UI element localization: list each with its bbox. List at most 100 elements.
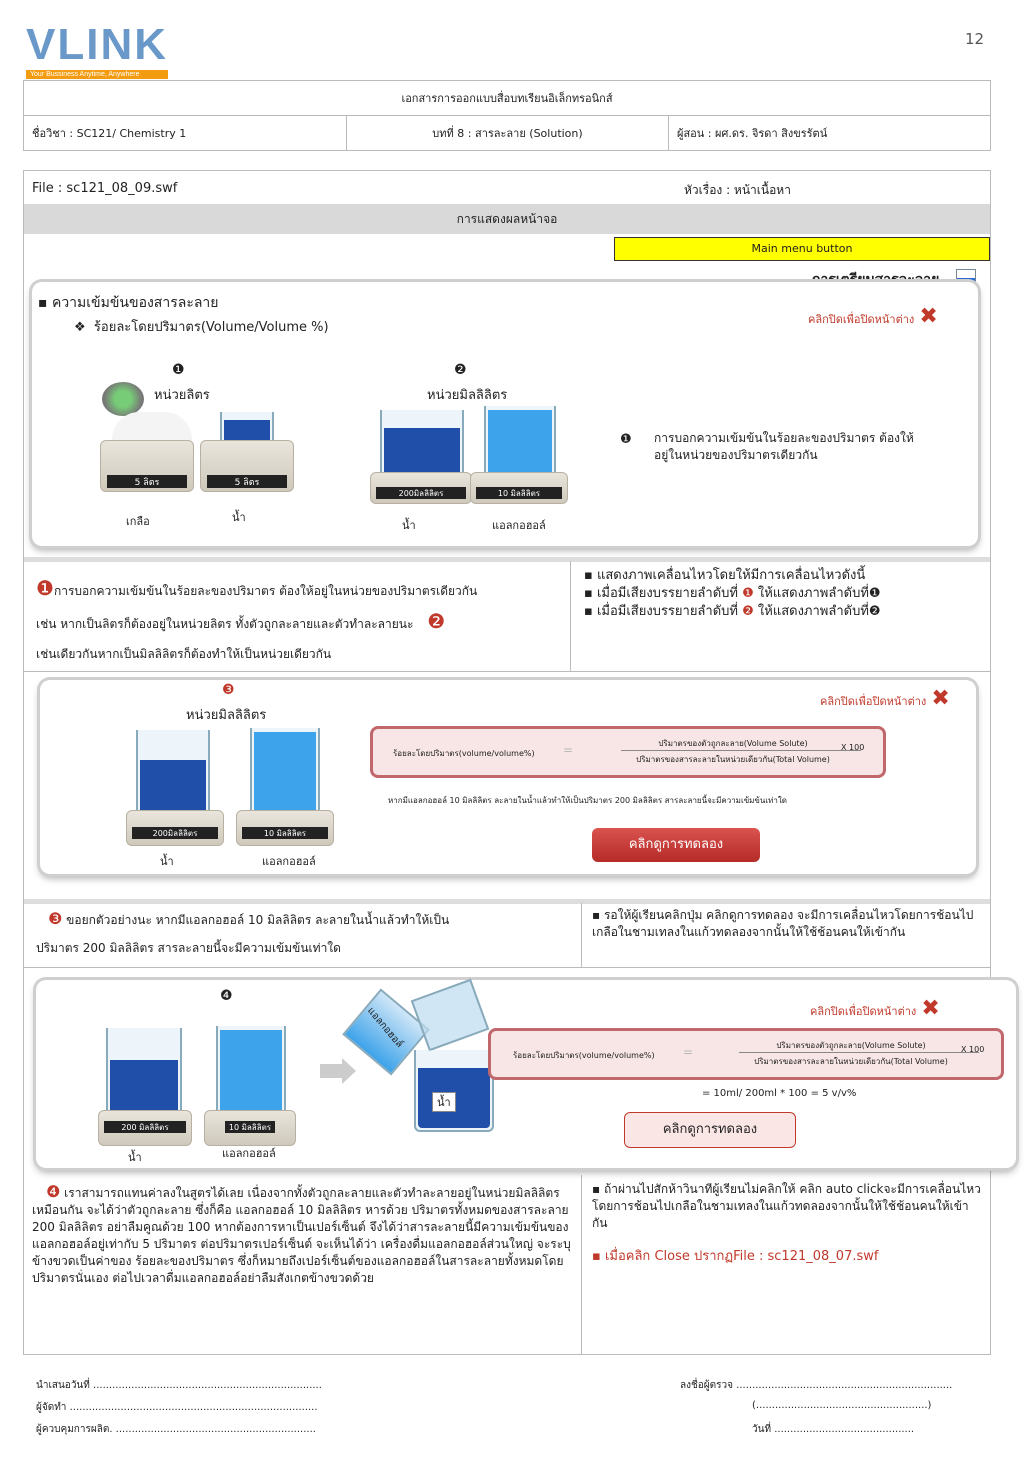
scale-water-ml: 200มิลลิลิตร: [370, 472, 472, 504]
instruction-3-bullet2: ▪ เมื่อคลิก Close ปรากฏFile : sc121_08_0…: [592, 1249, 879, 1264]
label-water: น้ำ: [160, 855, 174, 868]
narration-2: ❸ ขอยกตัวอย่างนะ หากมีแอลกอฮอล์ 10 มิลลิ…: [36, 905, 576, 962]
instruction-3-bullet1: ▪ ถ้าผ่านไปสักห้าวินาทีผู้เรียนไม่คลิกให…: [592, 1182, 981, 1230]
narration-2-marker: ❸: [48, 909, 63, 928]
instruction-2: ▪ รอให้ผู้เรียนคลิกปุ่ม คลิกดูการทดลอง จ…: [592, 908, 974, 939]
formula-eq: =: [563, 743, 574, 757]
column-divider: [581, 1175, 582, 1354]
narration-1-line2: เช่น หากเป็นลิตรก็ต้องอยู่ในหน่วยลิตร ทั…: [36, 617, 414, 631]
popup-volume-percent: ▪ ความเข้มข้นของสารละลาย ❖ ร้อยละโดยปริม…: [32, 282, 978, 546]
instruction-1-bullet1: ▪ แสดงภาพเคลื่อนไหวโดยให้มีการเคลื่อนไหว…: [584, 568, 866, 583]
close-label[interactable]: คลิกปิดเพื่อปิดหน้าต่าง: [810, 1005, 917, 1018]
main-menu-button[interactable]: Main menu button: [614, 237, 990, 261]
storyboard-table: File : sc121_08_09.swf หัวเรื่อง : หน้าเ…: [23, 170, 991, 1355]
footer-presented: นำเสนอวันที่ ...........................…: [36, 1380, 322, 1391]
close-icon[interactable]: ✖: [921, 996, 940, 1021]
narration-3: ❹ เราสามารถแทนค่าลงในสูตรได้เลย เนื่องจา…: [32, 1183, 572, 1287]
narration-3-marker: ❹: [46, 1182, 61, 1201]
label-water-2: น้ำ: [402, 519, 416, 532]
scale-alcohol: 10 มิลลิลิตร: [204, 1110, 296, 1146]
formula-box: ร้อยละโดยปริมาตร(volume/volume%) = ปริมา…: [370, 726, 886, 778]
instruction-3: ▪ ถ้าผ่านไปสักห้าวินาทีผู้เรียนไม่คลิกให…: [592, 1181, 982, 1265]
formula-numerator: ปริมาตรของตัวถูกละลาย(Volume Solute): [658, 739, 808, 748]
unit-liter: หน่วยลิตร: [154, 388, 210, 403]
label-water: น้ำ: [128, 1151, 142, 1164]
fraction-line: [739, 1052, 979, 1053]
popup1-subheading: ❖ ร้อยละโดยปริมาตร(Volume/Volume %): [74, 320, 329, 335]
popup1-note: การบอกความเข้มข้นในร้อยละของปริมาตร ต้อง…: [654, 431, 914, 462]
close-icon[interactable]: ✖: [919, 304, 938, 329]
popup1-heading: ▪ ความเข้มข้นของสารละลาย: [38, 295, 219, 311]
fraction-line: [621, 750, 861, 751]
header-info-row: ชื่อวิชา : SC121/ Chemistry 1 บทที่ 8 : …: [24, 116, 990, 150]
divider: [24, 671, 990, 672]
instruction-1-bullet2: ▪ เมื่อมีเสียงบรรยายลำดับที่ ❶ ให้แสดงภา…: [584, 586, 881, 601]
beaker-water: [136, 730, 210, 822]
topic: หัวเรื่อง : หน้าเนื้อหา: [684, 183, 791, 197]
salt-pile-icon: [112, 412, 192, 442]
instruction-1: ▪ แสดงภาพเคลื่อนไหวโดยให้มีการเคลื่อนไหว…: [584, 567, 984, 621]
note-marker: ❶: [620, 432, 632, 447]
unit-ml: หน่วยมิลลิลิตร: [427, 388, 508, 403]
narration-1: ❶การบอกความเข้มข้นในร้อยละของปริมาตร ต้อ…: [36, 573, 566, 669]
course-cell: ชื่อวิชา : SC121/ Chemistry 1: [24, 116, 347, 150]
popup3-close[interactable]: คลิกปิดเพื่อปิดหน้าต่าง ✖: [810, 996, 940, 1021]
popup2-close[interactable]: คลิกปิดเพื่อปิดหน้าต่าง ✖: [820, 686, 950, 711]
doc-title: เอกสารการออกแบบสื่อบทเรียนอิเล็กทรอนิกส์: [401, 92, 613, 105]
popup-example: ❸ หน่วยมิลลิลิตร คลิกปิดเพื่อปิดหน้าต่าง…: [40, 680, 976, 874]
narration-1-line3: เช่นเดียวกันหากเป็นมิลลิลิตรก็ต้องทำให้เ…: [36, 647, 332, 661]
popup1-close[interactable]: คลิกปิดเพื่อปิดหน้าต่าง ✖: [808, 304, 938, 329]
instructor-cell: ผู้สอน : ผศ.ดร. จิรดา สิงขรรัตน์: [677, 127, 828, 140]
arrow-icon: [320, 1064, 344, 1078]
pour-stream: [410, 978, 490, 1052]
scale-water-liter: 5 ลิตร: [200, 440, 294, 492]
scale-water: 200มิลลิลิตร: [126, 810, 224, 846]
close-icon[interactable]: ✖: [931, 686, 950, 711]
header-table: เอกสารการออกแบบสื่อบทเรียนอิเล็กทรอนิกส์…: [23, 80, 991, 151]
divider: [24, 557, 990, 562]
footer-checker-name: (.......................................…: [752, 1400, 932, 1411]
label-alcohol: แอลกอฮอล์: [262, 855, 316, 868]
narration-1-marker2: ❷: [427, 609, 446, 633]
beaker-alcohol: [216, 1026, 286, 1120]
popup2-question: หากมีแอลกอฮอล์ 10 มิลลิลิตร ละลายในน้ำแล…: [388, 796, 787, 805]
footer-producer: ผู้จัดทำ ...............................…: [36, 1402, 318, 1413]
footer-date: วันที่ .................................…: [752, 1424, 915, 1435]
formula-denominator: ปริมาตรของสารละลายในหน่วยเดียวกัน(Total …: [636, 755, 830, 764]
page-number: 12: [965, 30, 985, 48]
formula-times: X 100: [841, 743, 865, 752]
experiment-button[interactable]: คลิกดูการทดลอง: [624, 1112, 796, 1148]
formula-left: ร้อยละโดยปริมาตร(volume/volume%): [393, 749, 535, 758]
label-alcohol: แอลกอฮอล์: [492, 519, 546, 532]
mix-label: น้ำ: [432, 1092, 456, 1112]
scale-water: 200 มิลลิลิตร: [98, 1110, 192, 1146]
label-salt: เกลือ: [126, 515, 150, 528]
logo-tagline: Your Bussiness Anytime, Anywhere: [26, 70, 168, 79]
divider: [24, 967, 990, 968]
popup-calculation: ❹ คลิกปิดเพื่อปิดหน้าต่าง ✖ 200 มิลลิลิต…: [36, 978, 1016, 1168]
arrow-head-icon: [342, 1058, 356, 1084]
formula-times: X 100: [961, 1045, 985, 1054]
close-label[interactable]: คลิกปิดเพื่อปิดหน้าต่าง: [820, 695, 927, 708]
beaker-water: [106, 1028, 182, 1120]
experiment-button[interactable]: คลิกดูการทดลอง: [592, 828, 760, 862]
marker-2: ❷: [454, 362, 467, 378]
formula-eq: =: [683, 1045, 694, 1059]
scale-alcohol-ml: 10 มิลลิลิตร: [470, 472, 568, 504]
beaker-alcohol: [250, 728, 320, 822]
label-water-1: น้ำ: [232, 511, 246, 524]
header-title-row: เอกสารการออกแบบสื่อบทเรียนอิเล็กทรอนิกส์: [24, 81, 990, 116]
footer-supervisor: ผู้ควบคุมการผลิต. ......................…: [36, 1424, 316, 1435]
logo-text: VLINK: [26, 20, 168, 69]
marker-1: ❶: [172, 362, 185, 378]
salt-crystal-icon: [102, 382, 144, 416]
narration-1-line1: การบอกความเข้มข้นในร้อยละของปริมาตร ต้อง…: [53, 584, 478, 598]
beaker-water-ml: [380, 410, 464, 484]
close-label[interactable]: คลิกปิดเพื่อปิดหน้าต่าง: [808, 313, 915, 326]
column-divider: [581, 903, 582, 967]
calculation-result: = 10ml/ 200ml * 100 = 5 v/v%: [702, 1088, 857, 1099]
vlink-logo: VLINK Your Bussiness Anytime, Anywhere: [26, 20, 168, 79]
beaker-mix: น้ำ: [414, 1050, 494, 1132]
instruction-1-bullet3: ▪ เมื่อมีเสียงบรรยายลำดับที่ ❷ ให้แสดงภา…: [584, 604, 881, 619]
display-section-header: การแสดงผลหน้าจอ: [24, 204, 990, 234]
